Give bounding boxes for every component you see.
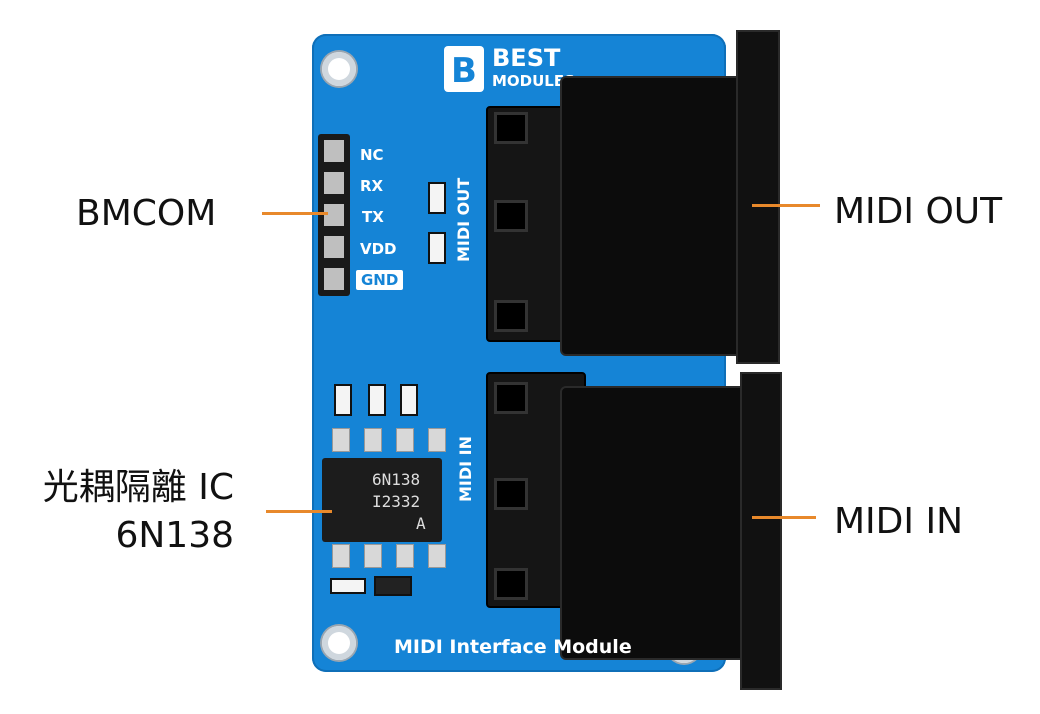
midi-out-connector-flange <box>736 30 780 364</box>
smd-resistor <box>428 182 446 214</box>
midi-out-connector-body <box>560 76 760 356</box>
ic-lead <box>396 544 414 568</box>
leader-bmcom <box>262 212 328 215</box>
pin-label-rx: RX <box>360 177 384 195</box>
smd-resistor <box>368 384 386 416</box>
connector-slot <box>494 478 528 510</box>
connector-slot <box>494 112 528 144</box>
ic-lead <box>364 544 382 568</box>
pin-label-gnd: GND <box>356 270 404 290</box>
pin-label-tx: TX <box>362 208 384 226</box>
smd-resistor <box>428 232 446 264</box>
pin-header <box>318 134 350 296</box>
midi-in-connector-body <box>560 386 760 660</box>
silk-midi-out: MIDI OUT <box>454 177 473 262</box>
ic-lead <box>428 544 446 568</box>
silk-midi-in: MIDI IN <box>456 435 475 502</box>
mounting-hole <box>322 626 356 660</box>
optocoupler-ic: 6N138 I2332 A <box>322 458 442 542</box>
connector-slot <box>494 200 528 232</box>
connector-slot <box>494 300 528 332</box>
ic-lead <box>332 428 350 452</box>
ic-lead <box>364 428 382 452</box>
ic-lead <box>428 428 446 452</box>
best-modules-logo: B BEST MODULES <box>444 44 575 92</box>
chip-marking-2: I2332 <box>372 492 421 511</box>
chip-marking-1: 6N138 <box>372 470 421 489</box>
pin-label-nc: NC <box>360 146 384 164</box>
smd-resistor <box>330 578 366 594</box>
leader-ic <box>266 510 332 513</box>
leader-midi-in <box>752 516 816 519</box>
callout-midi-in: MIDI IN <box>834 501 964 542</box>
leader-midi-out <box>752 204 820 207</box>
svg-text:B: B <box>451 51 477 91</box>
ic-lead <box>396 428 414 452</box>
smd-diode <box>374 576 412 596</box>
ic-lead <box>332 544 350 568</box>
smd-resistor <box>400 384 418 416</box>
smd-resistor <box>334 384 352 416</box>
pin-label-vdd: VDD <box>360 240 397 258</box>
callout-bmcom: BMCOM <box>76 193 217 234</box>
chip-marking-3: A <box>416 514 426 533</box>
mounting-hole <box>322 52 356 86</box>
callout-ic-line1: 光耦隔離 IC <box>42 467 234 508</box>
silk-module-title: MIDI Interface Module <box>394 636 632 658</box>
callout-ic-line2: 6N138 <box>115 515 234 556</box>
connector-slot <box>494 568 528 600</box>
logo-line1: BEST <box>492 44 561 72</box>
logo-line2: MODULES <box>492 72 575 90</box>
midi-in-connector-flange <box>740 372 782 690</box>
connector-slot <box>494 382 528 414</box>
callout-midi-out: MIDI OUT <box>834 191 1003 232</box>
